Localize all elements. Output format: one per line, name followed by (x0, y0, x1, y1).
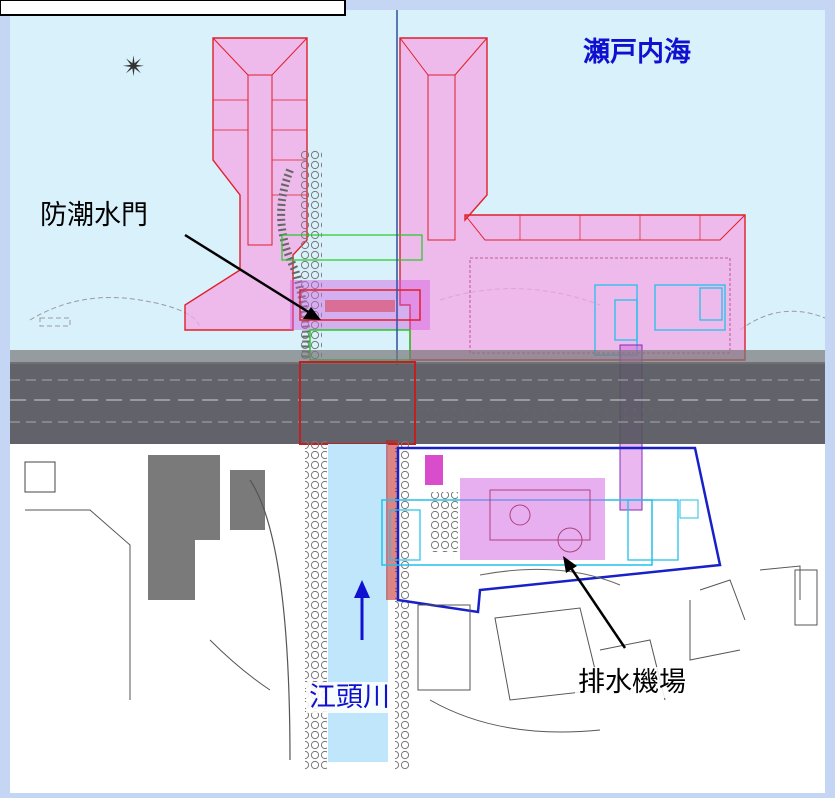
title-box (0, 0, 346, 16)
river-label: 江頭川 (306, 682, 393, 713)
left-breakwater (184, 37, 308, 331)
floodgate-leader-arrow (184, 233, 321, 320)
flow-arrow-icon (354, 580, 370, 640)
west-buildings (24, 455, 291, 761)
coastal-road (10, 350, 825, 445)
pump-station-label: 排水機場 (575, 667, 689, 698)
pump-station-leader-arrow (563, 556, 627, 649)
river-channel (305, 440, 411, 770)
floodgate-label: 防潮水門 (40, 200, 148, 231)
sea-label: 瀬戸内海 (583, 37, 691, 68)
floodgate-structure (277, 150, 430, 361)
survey-marker-icon: ✴ (122, 50, 145, 83)
right-breakwater (399, 37, 746, 361)
pump-station-facility (381, 446, 722, 614)
